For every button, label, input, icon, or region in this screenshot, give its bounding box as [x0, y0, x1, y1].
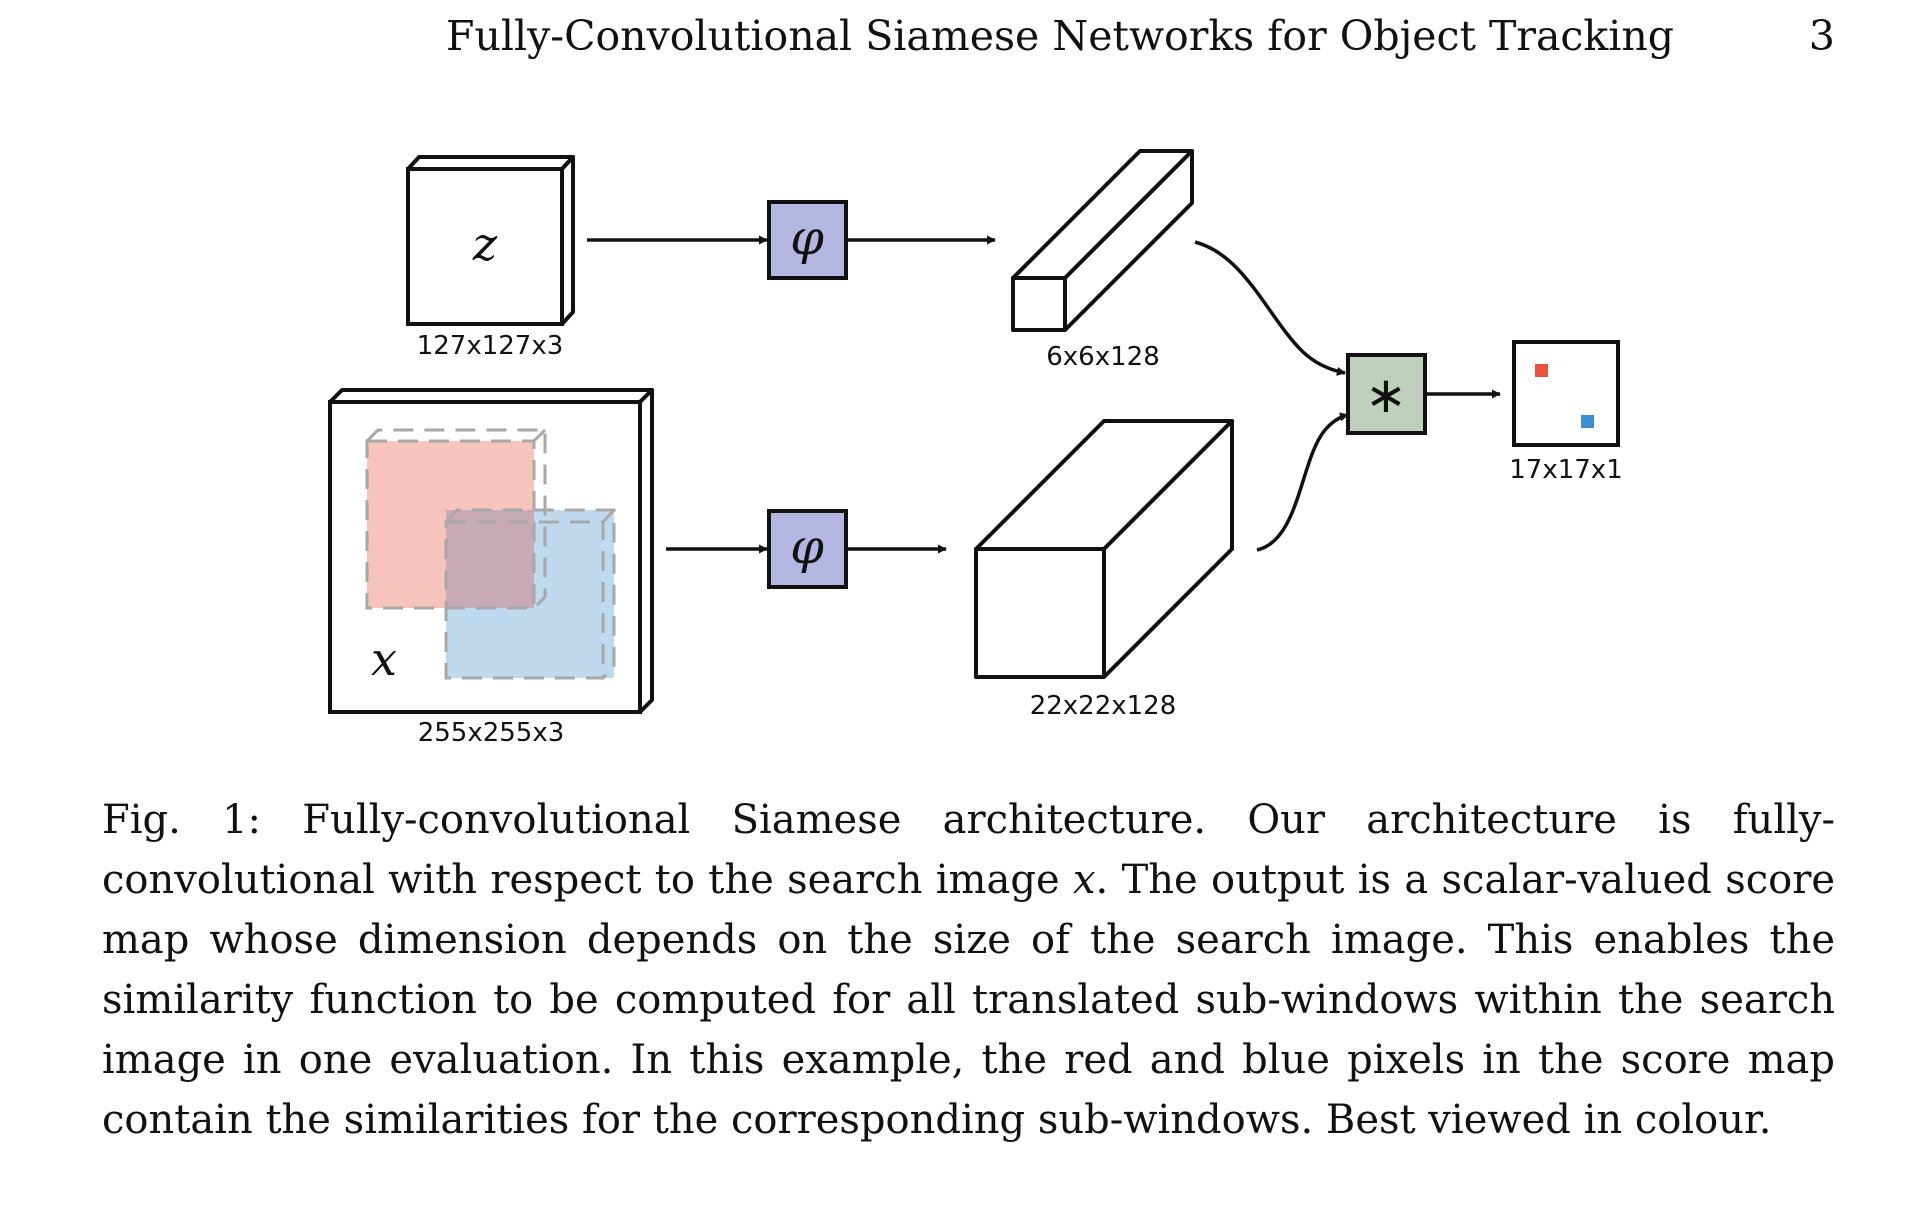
arrow-exemplar-feature-to-correlation: [1194, 240, 1346, 376]
search-image: x: [328, 388, 654, 714]
embedding-symbol-bottom: φ: [790, 519, 824, 575]
score-map-label: 17x17x1: [1509, 455, 1622, 485]
figure-caption: Fig. 1: Fully-convolutional Siamese arch…: [102, 790, 1835, 1150]
embedding-function-bottom: φ: [767, 509, 848, 589]
search-symbol: x: [371, 632, 397, 686]
running-title: Fully-Convolutional Siamese Networks for…: [446, 12, 1674, 60]
search-size-label: 255x255x3: [418, 718, 565, 748]
blue-score-pixel: [1581, 415, 1594, 428]
embedding-symbol-top: φ: [790, 210, 824, 266]
exemplar-feature-map: [1011, 149, 1194, 332]
embedding-function-top: φ: [767, 200, 848, 280]
caption-text-part2: . The output is a scalar-valued score ma…: [102, 857, 1836, 1143]
arrow-search-feature-to-correlation: [1256, 412, 1349, 552]
page-number: 3: [1808, 12, 1835, 60]
exemplar-feature-label: 6x6x128: [1046, 342, 1159, 372]
score-map: [1512, 340, 1620, 447]
correlation-symbol: ∗: [1365, 366, 1407, 424]
caption-text-part1: Fully-convolutional Siamese architecture…: [102, 797, 1836, 903]
exemplar-size-label: 127x127x3: [417, 331, 564, 361]
search-feature-label: 22x22x128: [1030, 691, 1177, 721]
caption-math-x: x: [1072, 857, 1096, 903]
running-head: Fully-Convolutional Siamese Networks for…: [0, 6, 1931, 66]
caption-label: Fig. 1:: [102, 797, 262, 843]
exemplar-symbol: z: [472, 217, 498, 271]
cross-correlation-operator: ∗: [1346, 353, 1427, 435]
search-feature-map: [974, 419, 1234, 679]
exemplar-image: z: [406, 155, 575, 326]
red-score-pixel: [1535, 364, 1548, 377]
sub-window-overlap: [446, 510, 534, 608]
